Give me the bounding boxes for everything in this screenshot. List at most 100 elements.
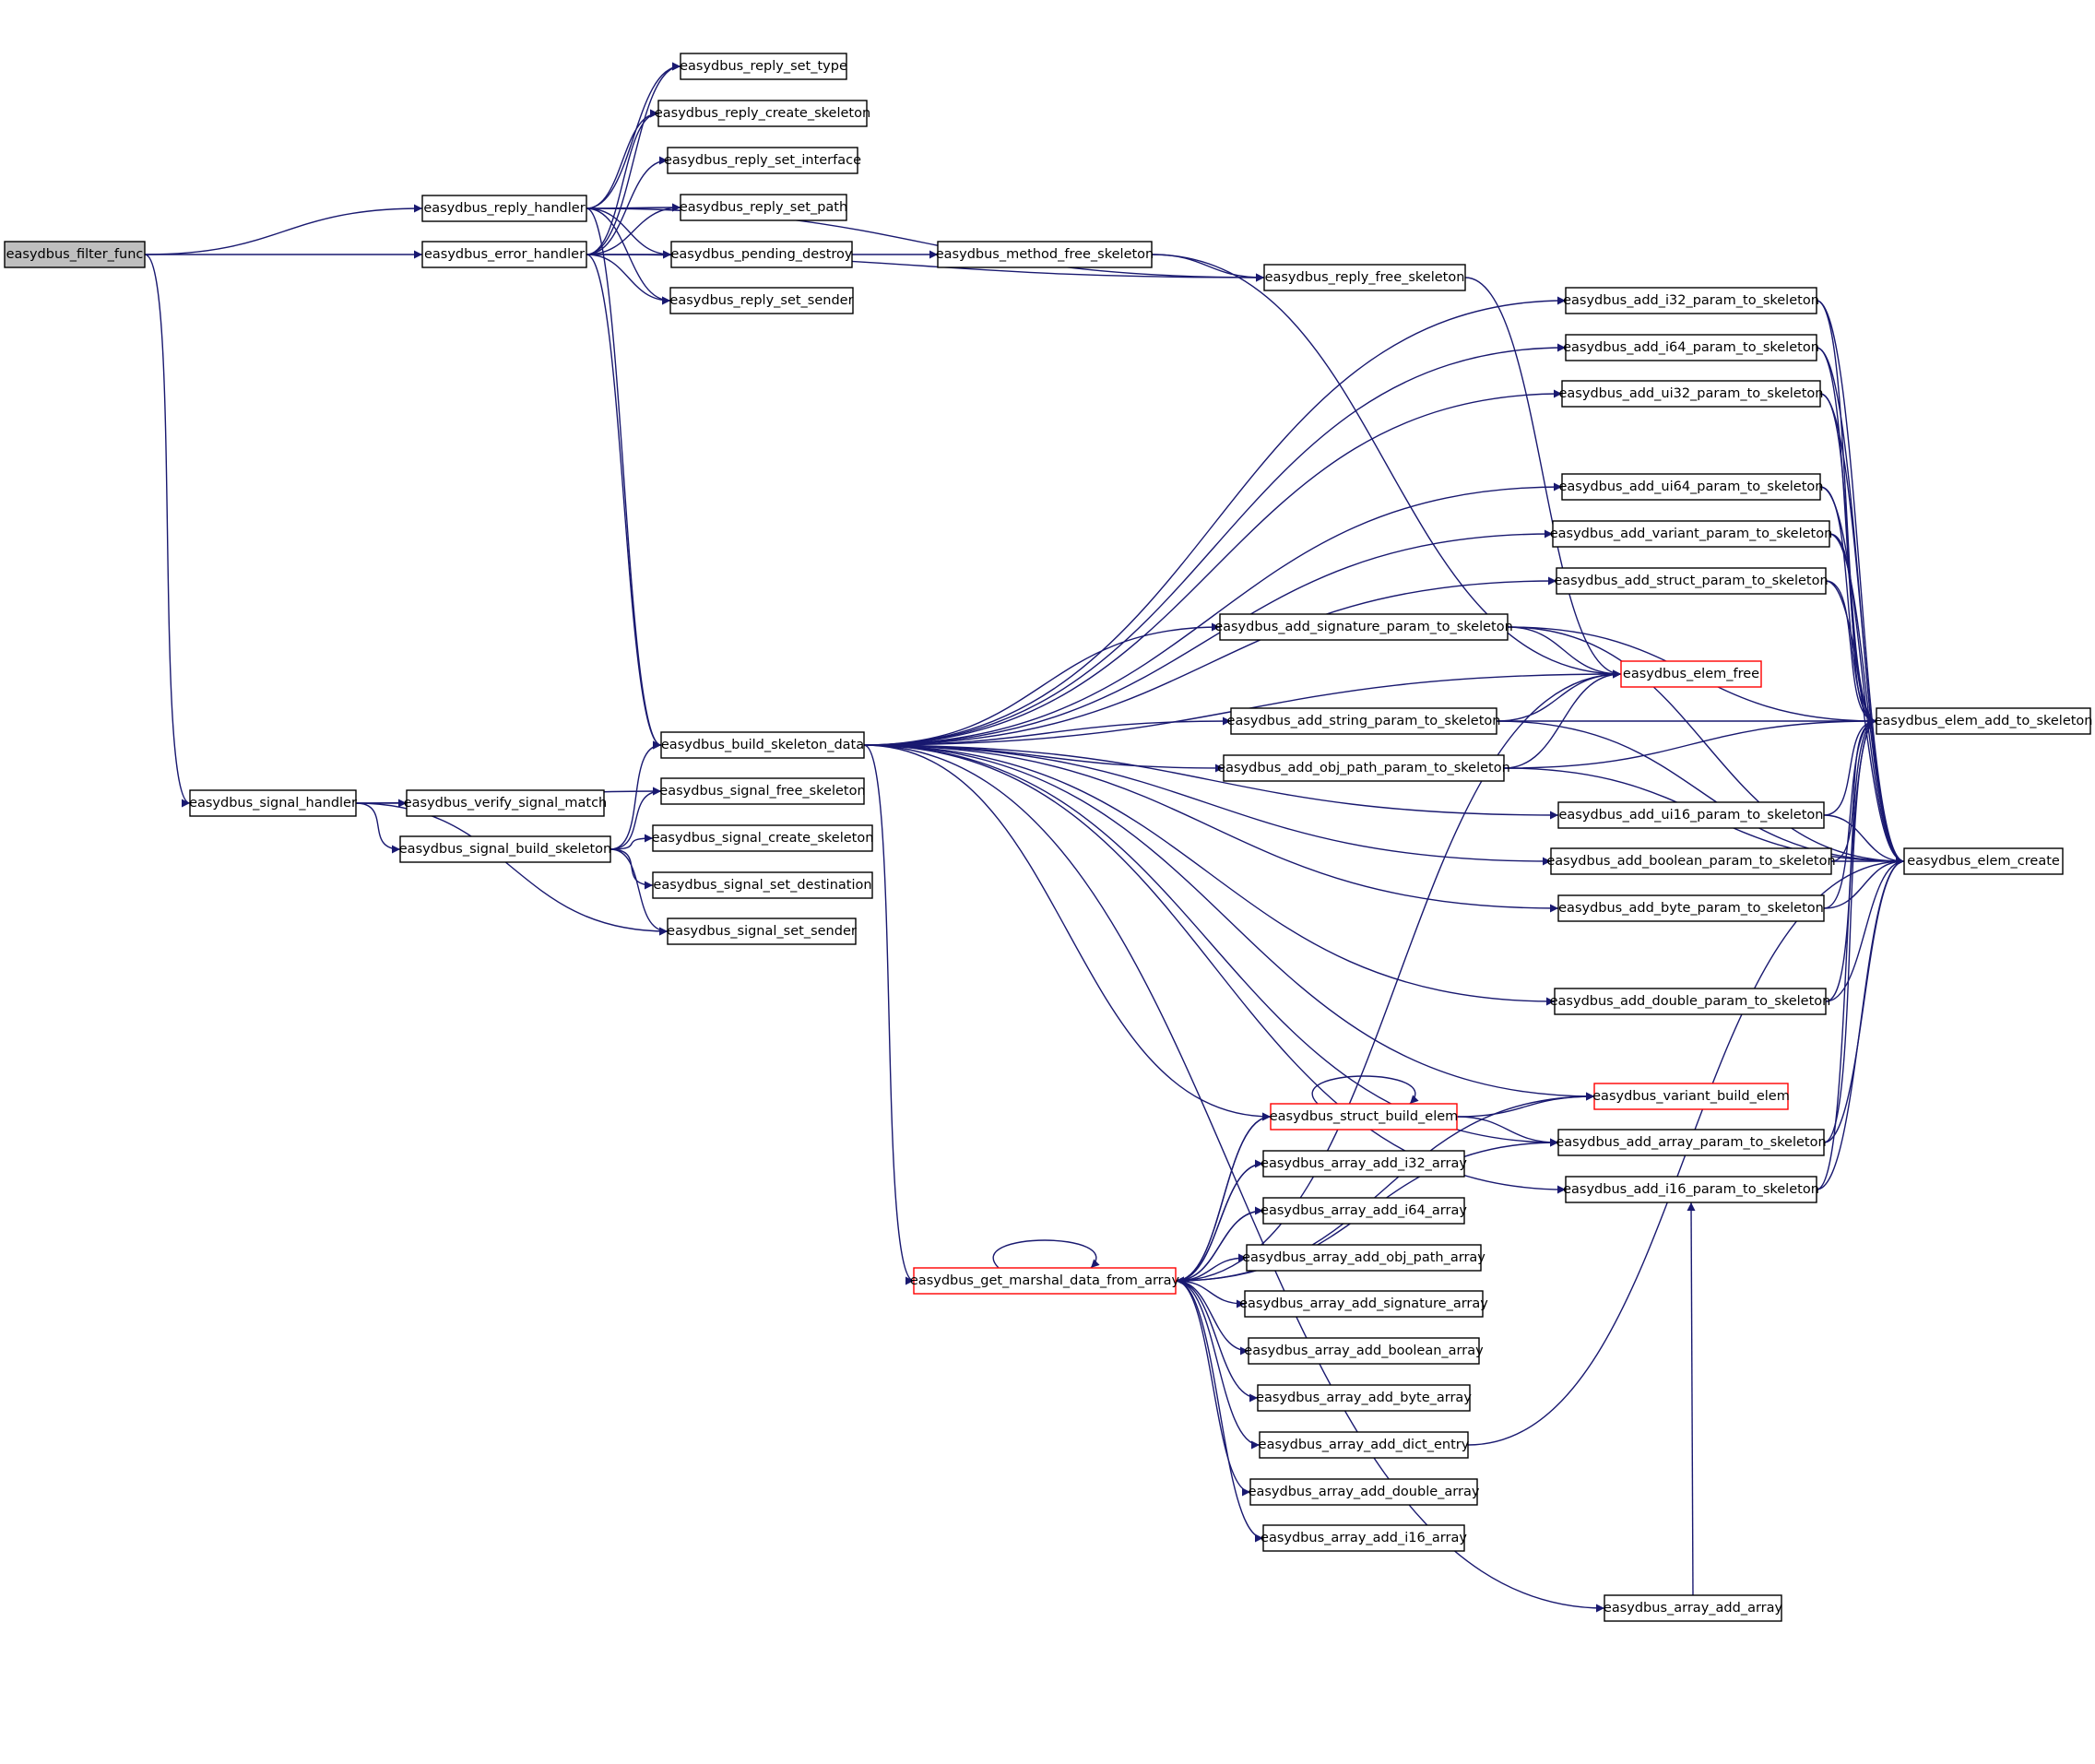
node-filter-func[interactable]: easydbus_filter_func [4,241,146,268]
node-add-variant[interactable]: easydbus_add_variant_param_to_skeleton [1550,520,1833,548]
node-elem-create[interactable]: easydbus_elem_create [1903,847,2064,875]
node-reply-handler[interactable]: easydbus_reply_handler [421,195,587,222]
node-label: easydbus_add_i32_param_to_skeleton [1563,293,1819,308]
node-arr-signature[interactable]: easydbus_array_add_signature_array [1239,1290,1488,1318]
node-build-skeleton-data[interactable]: easydbus_build_skeleton_data [660,731,865,759]
node-error-handler[interactable]: easydbus_error_handler [421,241,587,268]
node-variant-build-elem[interactable]: easydbus_variant_build_elem [1592,1083,1790,1110]
node-label: easydbus_add_variant_param_to_skeleton [1550,527,1833,541]
node-box [1246,1244,1482,1272]
edge-build-skeleton-data-to-add-signature [863,622,1221,746]
node-arr-byte[interactable]: easydbus_array_add_byte_array [1256,1384,1472,1412]
node-add-signature[interactable]: easydbus_add_signature_param_to_skeleton [1214,613,1513,641]
node-elem-free[interactable]: easydbus_elem_free [1620,660,1762,688]
node-box [1262,1197,1465,1225]
node-reply-set-sender[interactable]: easydbus_reply_set_sender [669,287,854,314]
node-arr-boolean[interactable]: easydbus_array_add_boolean_array [1244,1337,1484,1365]
node-add-boolean[interactable]: easydbus_add_boolean_param_to_skeleton [1546,847,1836,875]
node-label: easydbus_array_add_signature_array [1239,1296,1488,1311]
edge-add-boolean-to-elem-add-to-skeleton [1830,716,1877,862]
node-signal-handler[interactable]: easydbus_signal_handler [189,789,357,817]
node-add-ui16[interactable]: easydbus_add_ui16_param_to_skeleton [1557,801,1825,829]
node-signal-build-skeleton[interactable]: easydbus_signal_build_skeleton [399,835,611,863]
node-box [1565,1176,1817,1203]
node-add-double[interactable]: easydbus_add_double_param_to_skeleton [1550,988,1831,1015]
edge-add-i32-to-elem-add-to-skeleton [1816,300,1877,726]
node-method-free-skeleton[interactable]: easydbus_method_free_skeleton [936,241,1154,268]
edge-error-handler-to-reply-set-type [586,62,681,255]
node-verify-signal-match[interactable]: easydbus_verify_signal_match [404,789,608,817]
node-add-ui32[interactable]: easydbus_add_ui32_param_to_skeleton [1559,380,1824,408]
edge-reply-handler-to-build-skeleton-data [586,207,662,750]
edge-add-signature-to-elem-free [1507,626,1622,679]
node-label: easydbus_signal_create_skeleton [652,831,874,846]
edge-build-skeleton-data-to-add-ui16 [863,744,1559,820]
edge-reply-handler-to-pending-destroy [586,207,672,259]
edge-signal-build-skeleton-to-signal-set-sender [610,848,669,936]
node-box [913,1267,1177,1295]
node-signal-set-destination[interactable]: easydbus_signal_set_destination [652,871,873,899]
node-arr-array[interactable]: easydbus_array_add_array [1604,1594,1783,1622]
node-label: easydbus_array_add_i32_array [1261,1156,1467,1171]
node-arr-i16[interactable]: easydbus_array_add_i16_array [1261,1524,1467,1552]
edge-build-skeleton-data-to-add-ui32 [863,389,1563,746]
node-add-ui64[interactable]: easydbus_add_ui64_param_to_skeleton [1559,473,1824,501]
node-box [652,871,873,899]
edge-add-struct-to-elem-add-to-skeleton [1825,580,1877,726]
edge-add-i16-to-elem-add-to-skeleton [1816,716,1877,1190]
node-box [1263,264,1466,291]
node-arr-dict-entry[interactable]: easydbus_array_add_dict_entry [1259,1431,1470,1459]
node-label: easydbus_signal_build_skeleton [399,842,611,857]
node-box [1593,1083,1789,1110]
node-label: easydbus_signal_free_skeleton [659,784,865,799]
node-add-i32[interactable]: easydbus_add_i32_param_to_skeleton [1563,287,1819,314]
node-elem-add-to-skeleton[interactable]: easydbus_elem_add_to_skeleton [1875,707,2093,735]
node-add-byte[interactable]: easydbus_add_byte_param_to_skeleton [1557,894,1825,922]
node-get-marshal[interactable]: easydbus_get_marshal_data_from_array [910,1267,1180,1295]
node-reply-set-interface[interactable]: easydbus_reply_set_interface [664,147,861,174]
node-label: easydbus_add_boolean_param_to_skeleton [1546,854,1835,869]
node-label: easydbus_reply_set_path [680,200,847,215]
edge-get-marshal-to-arr-i16 [1175,1280,1264,1543]
node-box [421,241,587,268]
edge-build-skeleton-data-to-struct-build-elem [863,744,1272,1121]
node-label: easydbus_add_double_param_to_skeleton [1550,994,1831,1009]
edge-build-skeleton-data-to-get-marshal [863,744,915,1285]
node-arr-i32[interactable]: easydbus_array_add_i32_array [1261,1150,1467,1178]
node-arr-obj-path[interactable]: easydbus_array_add_obj_path_array [1242,1244,1485,1272]
node-label: easydbus_array_add_array [1604,1601,1783,1616]
node-add-i64[interactable]: easydbus_add_i64_param_to_skeleton [1563,334,1819,361]
node-add-array[interactable]: easydbus_add_array_param_to_skeleton [1556,1129,1827,1156]
edge-build-skeleton-data-to-add-i16 [863,744,1567,1194]
node-signal-create-skeleton[interactable]: easydbus_signal_create_skeleton [652,824,874,852]
node-box [657,100,868,127]
node-arr-i64[interactable]: easydbus_array_add_i64_array [1261,1197,1467,1225]
node-arr-double[interactable]: easydbus_array_add_double_array [1249,1478,1480,1506]
node-label: easydbus_add_byte_param_to_skeleton [1558,901,1824,916]
node-box [669,287,854,314]
node-add-obj-path[interactable]: easydbus_add_obj_path_param_to_skeleton [1217,754,1510,782]
node-label: easydbus_add_i16_param_to_skeleton [1563,1182,1819,1197]
edge-build-skeleton-data-to-add-ui64 [863,482,1563,746]
node-signal-set-sender[interactable]: easydbus_signal_set_sender [667,918,857,945]
node-reply-free-skeleton[interactable]: easydbus_reply_free_skeleton [1263,264,1466,291]
node-add-struct[interactable]: easydbus_add_struct_param_to_skeleton [1554,567,1829,595]
node-reply-create-skeleton[interactable]: easydbus_reply_create_skeleton [655,100,870,127]
node-struct-build-elem[interactable]: easydbus_struct_build_elem [1270,1103,1459,1131]
node-add-i16[interactable]: easydbus_add_i16_param_to_skeleton [1563,1176,1819,1203]
edge-struct-build-elem-to-struct-build-elem [1311,1075,1419,1105]
node-label: easydbus_add_ui64_param_to_skeleton [1559,479,1824,494]
node-reply-set-path[interactable]: easydbus_reply_set_path [680,194,847,221]
edge-build-skeleton-data-to-add-struct [863,576,1557,746]
node-layer: easydbus_filter_func easydbus_reply_handl… [4,53,2093,1622]
node-label: easydbus_reply_set_sender [669,293,853,308]
node-signal-free-skeleton[interactable]: easydbus_signal_free_skeleton [659,777,866,805]
node-box [667,918,857,945]
node-pending-destroy[interactable]: easydbus_pending_destroy [670,241,853,268]
node-label: easydbus_signal_set_sender [667,924,857,939]
node-box [1620,660,1762,688]
node-reply-set-type[interactable]: easydbus_reply_set_type [680,53,847,80]
node-add-string[interactable]: easydbus_add_string_param_to_skeleton [1227,707,1501,735]
edge-error-handler-to-reply-set-sender [586,254,671,305]
edge-build-skeleton-data-to-add-variant [863,529,1554,746]
